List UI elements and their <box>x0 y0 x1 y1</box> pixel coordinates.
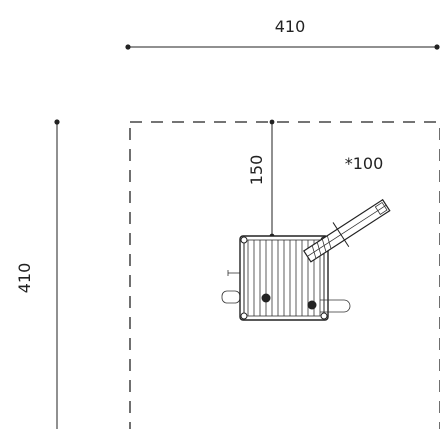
deck-post-left <box>261 293 271 303</box>
angled-ladder <box>303 198 391 263</box>
deck-post-right <box>307 300 317 310</box>
corner-post-br <box>320 312 328 320</box>
safety-zone-boundary <box>129 121 440 429</box>
top-dimension: 410 <box>125 17 440 50</box>
ladder-end-cap <box>374 201 388 215</box>
corner-post-tl <box>240 236 248 244</box>
left-dimension-label: 410 <box>15 263 34 294</box>
clearance-note: *100 <box>345 154 384 173</box>
left-dimension: 410 <box>15 119 60 429</box>
ladder-support <box>332 222 350 248</box>
top-dimension-label: 410 <box>275 17 306 36</box>
top-dimension-end-left <box>125 44 131 50</box>
left-bar <box>221 290 241 304</box>
top-dimension-end-right <box>434 44 440 50</box>
offset-dimension-end-top <box>269 119 275 125</box>
play-tower <box>221 198 391 321</box>
right-bar <box>320 299 351 313</box>
offset-dimension-label: 150 <box>247 155 266 186</box>
left-dimension-end-top <box>54 119 60 125</box>
corner-post-bl <box>240 312 248 320</box>
offset-dimension: 150 <box>247 119 275 239</box>
